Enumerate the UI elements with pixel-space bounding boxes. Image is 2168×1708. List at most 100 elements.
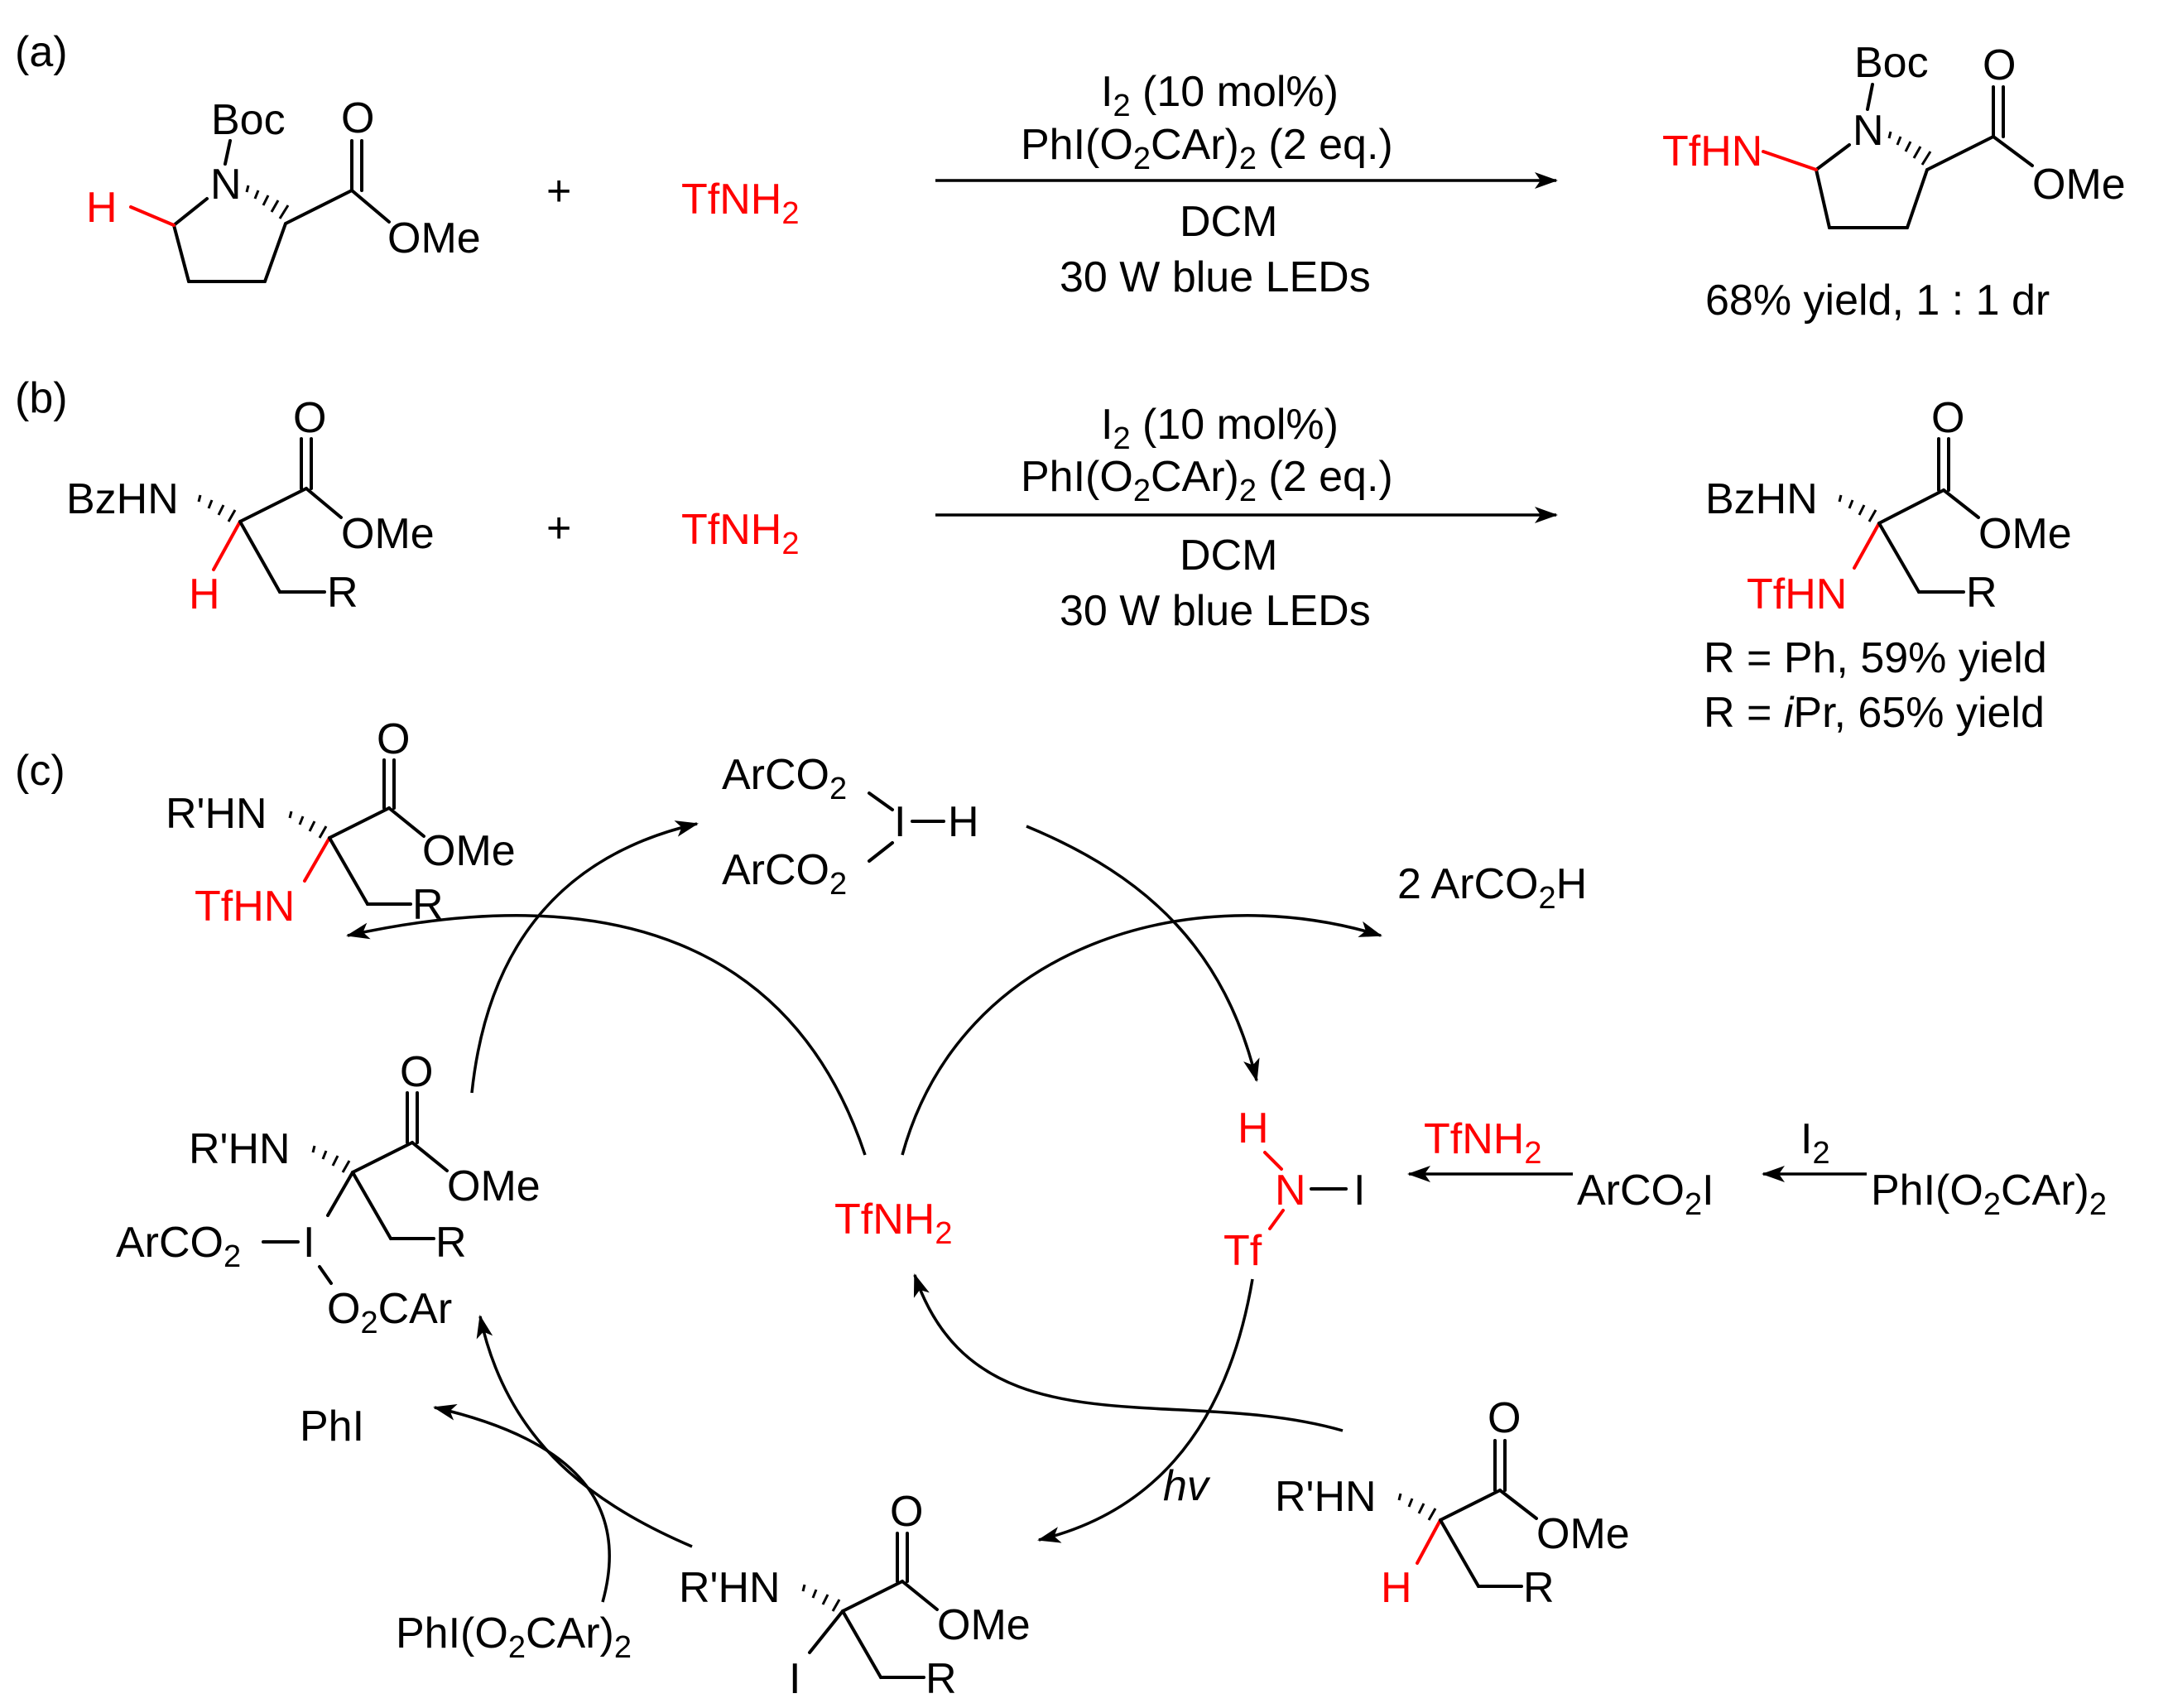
panel-label-c: (c) [15, 747, 65, 795]
a-plus: + [546, 167, 571, 215]
b-cond-solvent: DCM [1180, 532, 1277, 580]
a-product-bond [1992, 135, 2034, 167]
b-substrate-ch-bond [212, 520, 242, 571]
a-substrate-bond [263, 222, 287, 283]
c-nih-h: H [1238, 1104, 1269, 1152]
c-iodane-bond [868, 791, 894, 811]
a-substrate-ome: OMe [387, 214, 481, 262]
c-byproduct-acid: 2 ArCO2H [1397, 860, 1587, 916]
b-substrate-bond [305, 487, 343, 519]
a-product-o: O [1983, 41, 2016, 89]
c-int-rhn: R'HN [189, 1125, 291, 1173]
c-nih-nh-bond [1263, 1151, 1283, 1171]
b-product-bond [1942, 488, 1980, 519]
c-iodane-arco2-top: ArCO2 [722, 751, 847, 806]
c-iodane-arco2-bottom: ArCO2 [722, 846, 847, 902]
c-int-i-o-bond [318, 1265, 333, 1285]
a-cond-solvent: DCM [1180, 198, 1277, 246]
c-ai-ome: OMe [937, 1601, 1031, 1649]
reaction-a: Boc N O OMe H + TfNH2 I2 (10 mol%) PhI(O… [86, 39, 2126, 325]
a-substrate-bond [284, 189, 353, 225]
b-reagent: TfNH2 [681, 506, 799, 561]
c-sm-rhn: R'HN [1275, 1473, 1377, 1521]
reaction-b: BzHN O OMe H R + TfNH2 I2 (10 mol%) PhI(… [66, 394, 2072, 737]
c-int-bond [351, 1171, 392, 1240]
c-ai-rhn: R'HN [679, 1564, 781, 1612]
c-ai-hash-bond [801, 1584, 841, 1612]
c-ai-o: O [890, 1488, 923, 1536]
a-product-bond [1815, 168, 1831, 229]
catalytic-cycle: R'HN O OMe TfHN R ArCO2 I H ArCO2 2 ArCO… [116, 715, 2107, 1703]
c-ai-ci-bond [808, 1609, 844, 1654]
c-arrow-iodane-to-nih [1026, 825, 1260, 1082]
c-product-rhn: R'HN [166, 790, 267, 838]
a-product-tfhn: TfHN [1662, 127, 1762, 176]
c-sm-bond [1498, 1489, 1538, 1520]
b-product-cn-bond [1853, 522, 1881, 570]
b-product-bond [1877, 522, 1920, 594]
c-sm-o: O [1488, 1394, 1521, 1442]
b-product-bzhn: BzHN [1705, 475, 1818, 523]
c-sm-bond [1439, 1518, 1480, 1588]
b-yield-ph: R = Ph, 59% yield [1704, 634, 2047, 682]
c-iodane-bond [868, 841, 894, 863]
c-product-cn-bond [303, 836, 331, 883]
c-int-hash-bond [311, 1145, 351, 1173]
c-arrow-tfnh2-to-acid [901, 914, 1382, 1156]
c-int-o: O [400, 1048, 433, 1096]
a-product-bond [1866, 83, 1874, 111]
b-product-tfhn: TfHN [1747, 570, 1847, 618]
a-substrate-h: H [86, 184, 118, 232]
c-nih-ntf-bond [1268, 1209, 1285, 1230]
c-product-bond [387, 806, 425, 838]
c-int-ome: OMe [447, 1162, 541, 1210]
a-reagent: TfNH2 [681, 176, 799, 231]
b-cond-iodine: I2 (10 mol%) [1101, 401, 1339, 456]
c-nih-tf: Tf [1223, 1227, 1262, 1275]
c-sm-hash-bond [1397, 1493, 1437, 1521]
c-sm-ch-bond [1416, 1518, 1442, 1565]
c-ai-r: R [925, 1655, 957, 1703]
c-ai-bond [901, 1580, 939, 1611]
c-iodane-h: H [948, 798, 979, 846]
c-iodane-i: I [894, 798, 906, 846]
c-hv-label: hv [1163, 1462, 1211, 1510]
b-substrate-bond [238, 487, 308, 523]
c-product-bond [328, 836, 369, 906]
c-phi: PhI [300, 1402, 364, 1451]
c-arrow-i2-label: I2 [1800, 1115, 1830, 1171]
c-product-ome: OMe [422, 827, 516, 875]
a-product-n: N [1853, 107, 1884, 155]
c-nih-i: I [1353, 1167, 1365, 1215]
b-substrate-bond [238, 520, 281, 594]
b-product-bond [1877, 488, 1945, 525]
a-cond-iodine: I2 (10 mol%) [1101, 68, 1339, 123]
c-arrow-sm-to-tfnh2 [913, 1273, 1344, 1432]
a-substrate-bond [172, 224, 190, 283]
b-product-ome: OMe [1978, 510, 2072, 558]
a-substrate-bond [172, 197, 209, 227]
b-substrate-ome: OMe [341, 510, 435, 558]
c-arrow-pida-to-phi [433, 1404, 611, 1603]
c-arrow-tfnh2-to-product [346, 914, 867, 1156]
a-product-hash-bond [1887, 131, 1932, 166]
a-substrate-n: N [210, 161, 242, 209]
a-cond-light: 30 W blue LEDs [1060, 253, 1371, 301]
b-plus: + [546, 504, 571, 552]
a-substrate-bond [350, 189, 391, 224]
b-substrate-r: R [327, 569, 358, 617]
a-substrate-hash-bond [245, 185, 290, 219]
panel-label-b: (b) [15, 374, 68, 422]
b-yield-ipr: R = iPr, 65% yield [1704, 689, 2045, 737]
c-center-tfnh2: TfNH2 [834, 1196, 952, 1251]
c-ai-i: I [789, 1655, 800, 1703]
c-arrow-int-to-iodane [470, 820, 699, 1094]
a-product-bond [1815, 143, 1851, 171]
panel-label-a: (a) [15, 28, 68, 76]
c-int-bond [351, 1141, 414, 1174]
a-product-ome: OMe [2032, 161, 2126, 209]
a-substrate-boc: Boc [211, 96, 286, 144]
c-int-o2car: O2CAr [327, 1285, 452, 1340]
